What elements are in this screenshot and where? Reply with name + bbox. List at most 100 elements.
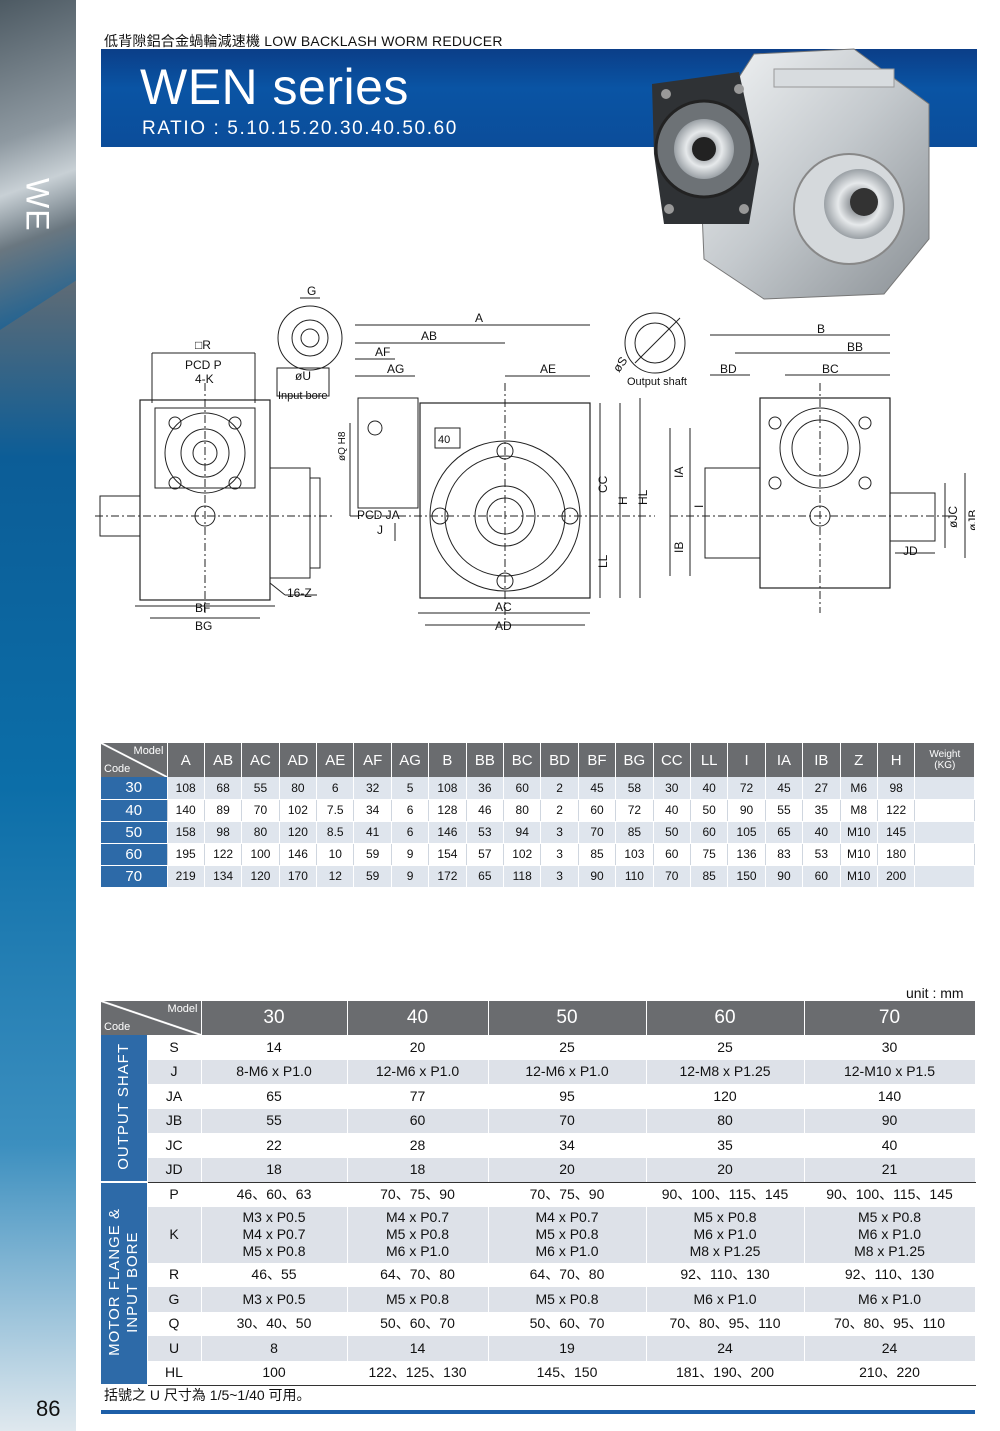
dim-ia: IA [672, 467, 686, 478]
table-cell: 90 [578, 865, 617, 888]
table-cell: 14 [347, 1336, 489, 1361]
table-cell: 70、80、95、110 [646, 1311, 805, 1336]
table-cell: 10 [316, 843, 355, 866]
table-cell [914, 777, 976, 800]
dimension-table-header: Model Code A AB AC AD AE AF AG B BB BC B… [101, 743, 976, 777]
col-header: AF [353, 743, 392, 777]
row-code: 40 [101, 799, 168, 822]
row-code: 60 [101, 843, 168, 866]
table-cell: 70 [578, 821, 617, 844]
table-cell: 77 [347, 1084, 489, 1109]
table-cell: 158 [167, 821, 205, 844]
table-cell: 46 [466, 799, 505, 822]
table-cell: 64、70、80 [488, 1262, 647, 1287]
table-cell: 128 [428, 799, 467, 822]
table-cell: 80 [279, 777, 318, 800]
dim-q: øQ H8 [337, 431, 348, 461]
table-cell: 58 [615, 777, 654, 800]
col-header: IB [802, 743, 841, 777]
table-cell: 30 [653, 777, 691, 800]
table-cell: M8 [840, 799, 878, 822]
col-header: BB [466, 743, 505, 777]
table-cell: 6 [391, 799, 430, 822]
table-cell: 172 [428, 865, 467, 888]
table-cell: 8.5 [316, 821, 355, 844]
model-header: 70 [804, 1001, 976, 1035]
table-cell: 180 [877, 843, 916, 866]
dim-bd: BD [720, 362, 737, 376]
col-header: CC [653, 743, 691, 777]
table-cell: M4 x P0.7 M5 x P0.8 M6 x P1.0 [488, 1206, 647, 1263]
table-cell: 60 [578, 799, 617, 822]
table-cell: 14 [201, 1035, 348, 1060]
dim-ac: AC [495, 600, 512, 614]
table-cell: 30 [804, 1035, 976, 1060]
table-cell: 70、80、95、110 [804, 1311, 976, 1336]
table-cell: 20 [347, 1035, 489, 1060]
table-cell: 105 [727, 821, 766, 844]
table-cell: 20 [488, 1157, 647, 1183]
table-cell: 89 [204, 799, 243, 822]
table-cell: 120 [279, 821, 318, 844]
table-cell: M6 x P1.0 [804, 1287, 976, 1312]
table-cell: 110 [615, 865, 654, 888]
dim-jc: øJC [946, 506, 960, 528]
table-cell: 80 [503, 799, 542, 822]
table-cell: 12-M8 x P1.25 [646, 1059, 805, 1084]
row-label: HL [147, 1360, 202, 1386]
table-cell: 80 [241, 821, 280, 844]
table-cell: 65 [765, 821, 804, 844]
table-cell: 24 [804, 1336, 976, 1361]
table-cell: 46、55 [201, 1262, 348, 1287]
table-cell: 68 [204, 777, 243, 800]
table-cell: M3 x P0.5 M4 x P0.7 M5 x P0.8 [201, 1206, 348, 1263]
row-code: 50 [101, 821, 168, 844]
group-motor-flange: MOTOR FLANGE & INPUT BORE [101, 1182, 148, 1386]
table-cell [914, 799, 976, 822]
table-cell: 34 [353, 799, 392, 822]
table-cell: M5 x P0.8 M6 x P1.0 M8 x P1.25 [804, 1206, 976, 1263]
table-cell: 60 [690, 821, 729, 844]
row-code: 70 [101, 865, 168, 888]
side-strip-fold [0, 0, 76, 330]
dim-40: 40 [438, 434, 450, 446]
table-cell: 24 [646, 1336, 805, 1361]
dim-ll: LL [596, 554, 610, 568]
bottom-rule [101, 1410, 975, 1414]
col-header: Z [840, 743, 878, 777]
table-cell: 70、75、90 [347, 1182, 489, 1207]
table-cell: 85 [578, 843, 617, 866]
table-cell: 90 [804, 1108, 976, 1133]
table-cell: M6 [840, 777, 878, 800]
table-cell: 57 [466, 843, 505, 866]
table-cell: 98 [877, 777, 916, 800]
table-cell: 27 [802, 777, 841, 800]
table-cell: 120 [646, 1084, 805, 1109]
table-cell: M4 x P0.7 M5 x P0.8 M6 x P1.0 [347, 1206, 489, 1263]
table-cell: 9 [391, 843, 430, 866]
table-cell: 65 [466, 865, 505, 888]
table-cell: 136 [727, 843, 766, 866]
table-cell: 3 [540, 865, 579, 888]
table-cell: 85 [690, 865, 729, 888]
table-cell: 85 [615, 821, 654, 844]
dim-u: øU [295, 369, 311, 383]
table-cell: 34 [488, 1133, 647, 1158]
dim-j: J [377, 523, 383, 537]
dimension-table: Model Code A AB AC AD AE AF AG B BB BC B… [101, 743, 976, 888]
series-title: WEN series [140, 59, 409, 115]
dim-i: I [692, 505, 706, 508]
table-cell: 7.5 [316, 799, 355, 822]
table-cell: 154 [428, 843, 467, 866]
col-header: AD [279, 743, 318, 777]
table-cell: 25 [646, 1035, 805, 1060]
row-code: 30 [101, 777, 168, 800]
dim-pcd-ja: PCD JA [357, 508, 400, 522]
col-header: BD [540, 743, 579, 777]
